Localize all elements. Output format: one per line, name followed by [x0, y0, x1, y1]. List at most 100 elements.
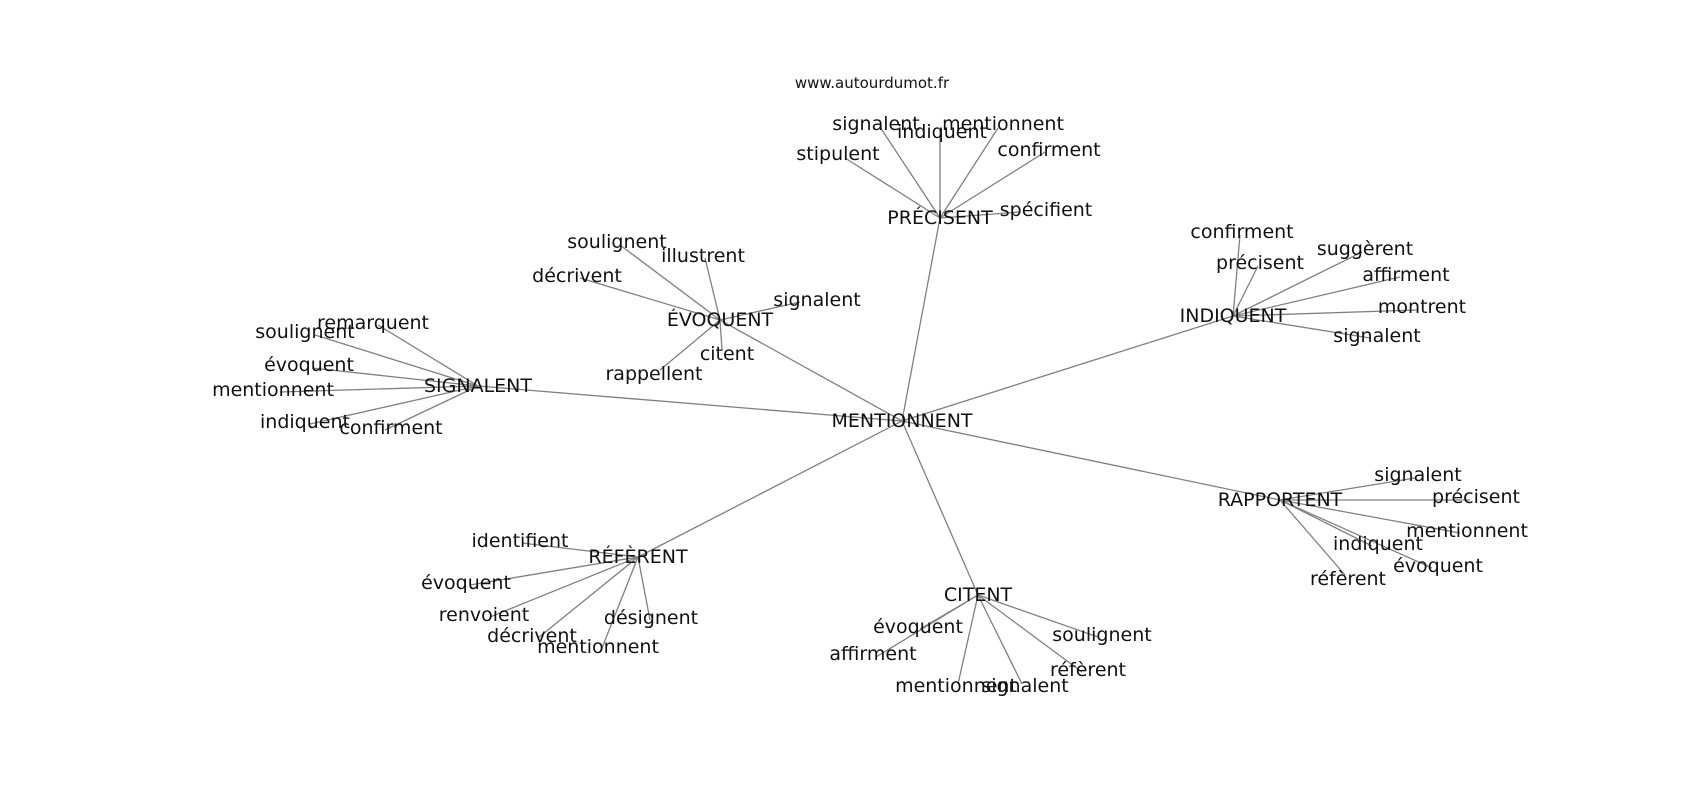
- edge-hub-leaf: [875, 594, 979, 658]
- leaf-word[interactable]: stipulent: [796, 143, 879, 165]
- leaf-word[interactable]: signalent: [981, 675, 1068, 697]
- source-credit: www.autourdumot.fr: [795, 74, 950, 92]
- leaf-word[interactable]: soulignent: [1052, 624, 1151, 646]
- graph-edges: [279, 126, 1470, 685]
- leaf-word[interactable]: suggèrent: [1317, 238, 1413, 260]
- edge-hub-leaf: [537, 556, 639, 639]
- leaf-word[interactable]: évoquent: [421, 572, 511, 594]
- edge-hub-leaf: [377, 324, 479, 387]
- leaf-word[interactable]: évoquent: [1393, 555, 1483, 577]
- edge-hub-leaf: [939, 211, 1021, 219]
- hub-word[interactable]: SIGNALENT: [424, 375, 532, 397]
- edge-hub-leaf: [719, 319, 723, 351]
- edge-hub-leaf: [1232, 234, 1241, 317]
- leaf-word[interactable]: montrent: [1378, 296, 1466, 318]
- leaf-word[interactable]: soulignent: [255, 321, 354, 343]
- edge-hub-leaf: [1232, 309, 1419, 317]
- edge-hub-leaf: [1232, 251, 1363, 317]
- edge-hub-leaf: [311, 367, 479, 387]
- edge-center-hub: [901, 217, 941, 422]
- center-word[interactable]: MENTIONNENT: [831, 410, 972, 432]
- leaf-word[interactable]: signalent: [832, 113, 919, 135]
- edge-hub-leaf: [489, 556, 639, 618]
- leaf-word[interactable]: confirment: [1190, 221, 1293, 243]
- hub-word[interactable]: ÉVOQUENT: [667, 308, 774, 331]
- leaf-word[interactable]: renvoient: [439, 604, 529, 626]
- graph-labels: www.autourdumot.fr MENTIONNENT PRÉCISENT s…: [212, 74, 1528, 697]
- edge-hub-leaf: [309, 385, 479, 425]
- leaf-word[interactable]: indiquent: [260, 411, 350, 433]
- hub-word[interactable]: RÉFÈRENT: [588, 545, 688, 568]
- leaf-word[interactable]: indiquent: [897, 121, 987, 143]
- edge-hub-leaf: [579, 277, 721, 321]
- edge-center-hub: [901, 315, 1234, 422]
- edge-hub-leaf: [957, 594, 979, 685]
- leaf-word[interactable]: précisent: [1432, 486, 1520, 508]
- edge-hub-leaf: [384, 385, 479, 431]
- edge-hub-leaf: [719, 301, 801, 321]
- leaf-word[interactable]: mentionnent: [212, 379, 334, 401]
- leaf-word[interactable]: évoquent: [873, 616, 963, 638]
- leaf-word[interactable]: réfèrent: [1050, 659, 1126, 681]
- leaf-word[interactable]: mentionnent: [537, 636, 659, 658]
- edge-hub-leaf: [1279, 477, 1416, 501]
- leaf-word[interactable]: signalent: [1333, 325, 1420, 347]
- edge-hub-leaf: [1279, 499, 1461, 534]
- leaf-word[interactable]: affirment: [1362, 264, 1449, 286]
- leaf-word[interactable]: réfèrent: [1310, 568, 1386, 590]
- edge-hub-leaf: [939, 151, 1046, 219]
- leaf-word[interactable]: rappellent: [605, 363, 702, 385]
- leaf-word[interactable]: affirment: [829, 643, 916, 665]
- leaf-word[interactable]: précisent: [1216, 252, 1304, 274]
- leaf-word[interactable]: mentionnent: [942, 113, 1064, 135]
- leaf-word[interactable]: identifient: [472, 530, 569, 552]
- edge-hub-leaf: [521, 542, 639, 558]
- leaf-word[interactable]: remarquent: [317, 312, 429, 334]
- edge-center-hub: [901, 420, 979, 596]
- leaf-word[interactable]: confirment: [997, 139, 1100, 161]
- edge-hub-leaf: [619, 244, 721, 321]
- leaf-word[interactable]: confirment: [339, 417, 442, 439]
- edge-center-hub: [637, 420, 903, 558]
- edge-center-hub: [477, 385, 903, 422]
- edge-hub-leaf: [1279, 499, 1373, 547]
- leaf-word[interactable]: soulignent: [567, 231, 666, 253]
- hub-word[interactable]: CITENT: [944, 584, 1013, 606]
- hub-word[interactable]: INDIQUENT: [1180, 305, 1287, 327]
- leaf-word[interactable]: évoquent: [264, 354, 354, 376]
- edge-hub-leaf: [879, 126, 941, 219]
- edge-hub-leaf: [704, 257, 721, 321]
- edge-hub-leaf: [601, 556, 639, 649]
- leaf-word[interactable]: désignent: [604, 607, 698, 629]
- edge-hub-leaf: [1279, 499, 1346, 576]
- edge-hub-leaf: [1279, 499, 1433, 569]
- edge-hub-leaf: [1232, 265, 1259, 317]
- edge-hub-leaf: [314, 334, 479, 387]
- hub-word[interactable]: RAPPORTENT: [1218, 489, 1343, 511]
- edge-hub-leaf: [977, 594, 1023, 685]
- leaf-word[interactable]: illustrent: [661, 245, 745, 267]
- leaf-word[interactable]: décrivent: [532, 265, 622, 287]
- leaf-word[interactable]: signalent: [1374, 464, 1461, 486]
- edge-hub-leaf: [1232, 315, 1371, 339]
- edge-hub-leaf: [659, 319, 721, 371]
- leaf-word[interactable]: spécifient: [1000, 199, 1093, 221]
- edge-hub-leaf: [844, 157, 941, 219]
- edge-hub-leaf: [1232, 276, 1401, 317]
- leaf-word[interactable]: mentionnent: [1406, 520, 1528, 542]
- edge-center-hub: [719, 319, 903, 422]
- leaf-word[interactable]: indiquent: [1333, 533, 1423, 555]
- leaf-word[interactable]: décrivent: [487, 625, 577, 647]
- edge-hub-leaf: [279, 385, 479, 393]
- edge-hub-leaf: [469, 556, 639, 586]
- edge-hub-leaf: [977, 594, 1099, 638]
- leaf-word[interactable]: mentionnent: [895, 675, 1017, 697]
- edge-hub-leaf: [939, 127, 999, 219]
- edge-hub-leaf: [637, 556, 651, 621]
- edge-center-hub: [901, 420, 1281, 501]
- leaf-word[interactable]: citent: [700, 343, 754, 365]
- hub-word[interactable]: PRÉCISENT: [887, 206, 993, 229]
- leaf-word[interactable]: signalent: [773, 289, 860, 311]
- edge-hub-leaf: [977, 594, 1083, 673]
